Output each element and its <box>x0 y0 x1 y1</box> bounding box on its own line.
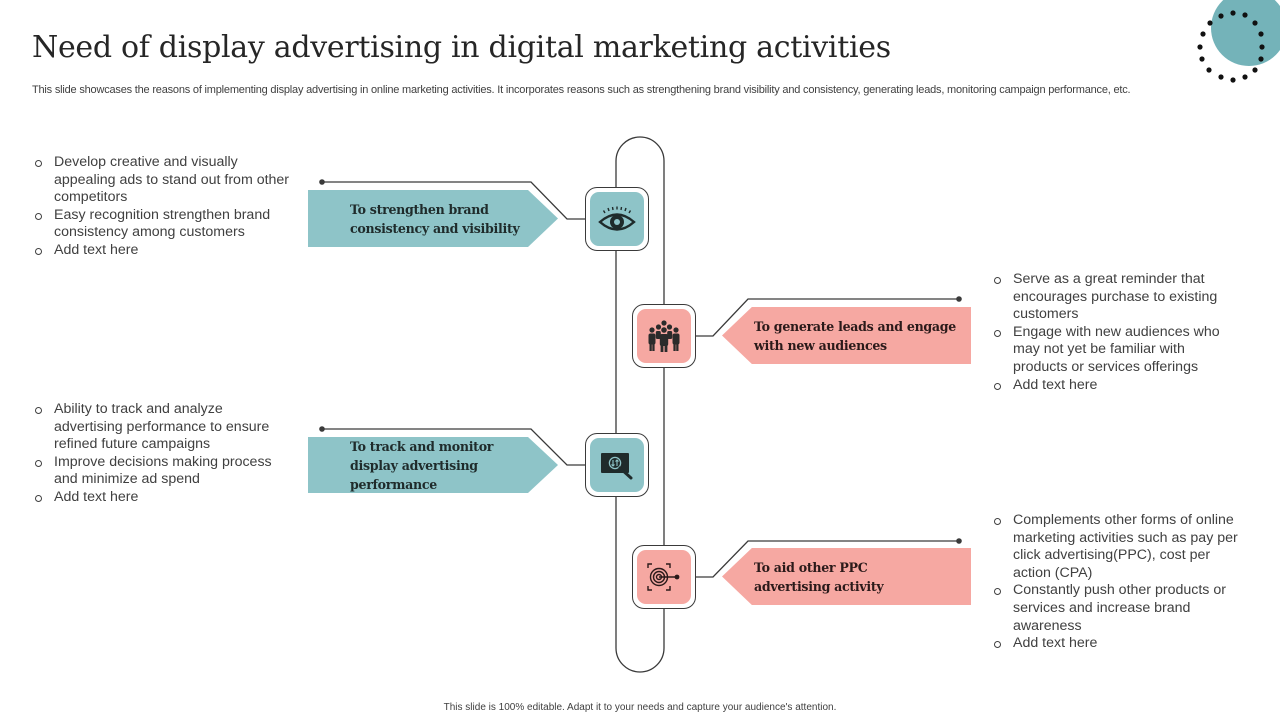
list-item: Complements other forms of online market… <box>991 512 1251 582</box>
audience-group-icon <box>648 320 680 352</box>
step-1-icon-box <box>585 187 649 251</box>
list-item: Easy recognition strengthen brand consis… <box>32 207 292 242</box>
step-1-bullet-list: Develop creative and visually appealing … <box>32 154 292 260</box>
step-1-label: To strengthen brand consistency and visi… <box>350 201 520 236</box>
list-item: Engage with new audiences who may not ye… <box>991 324 1241 377</box>
step-2-bullet-list: Serve as a great reminder that encourage… <box>991 271 1241 394</box>
page-title: Need of display advertising in digital m… <box>32 30 891 65</box>
bullet-circle-icon <box>35 459 42 467</box>
list-item: Improve decisions making process and min… <box>32 454 292 489</box>
list-item: Constantly push other products or servic… <box>991 582 1251 635</box>
bullet-circle-icon <box>994 382 1001 390</box>
decorative-circle-icon <box>1197 0 1280 83</box>
step-3-icon-box <box>585 433 649 497</box>
list-item: Add text here <box>32 489 292 507</box>
list-item: Develop creative and visually appealing … <box>32 154 292 207</box>
bullet-circle-icon <box>994 641 1001 649</box>
list-item: Add text here <box>991 635 1251 653</box>
footer-note: This slide is 100% editable. Adapt it to… <box>443 702 837 713</box>
step-3-bullet-list: Ability to track and analyze advertising… <box>32 401 292 507</box>
page-subtitle: This slide showcases the reasons of impl… <box>32 84 1131 96</box>
bullet-circle-icon <box>994 277 1001 284</box>
bullet-circle-icon <box>35 160 42 167</box>
bullet-circle-icon <box>994 588 1001 596</box>
eye-icon <box>598 206 636 231</box>
list-item: Add text here <box>991 377 1241 395</box>
list-item: Add text here <box>32 242 292 260</box>
bullet-circle-icon <box>35 494 42 502</box>
step-3-banner: To track and monitor display advertising… <box>308 437 558 493</box>
bullet-circle-icon <box>35 212 42 220</box>
bullet-circle-icon <box>994 518 1001 525</box>
bullet-circle-icon <box>35 247 42 255</box>
list-item: Ability to track and analyze advertising… <box>32 401 292 454</box>
list-item: Serve as a great reminder that encourage… <box>991 271 1241 324</box>
step-4-bullet-list: Complements other forms of online market… <box>991 512 1251 653</box>
step-2-banner: To generate leads and engage with new au… <box>722 307 971 364</box>
step-2-icon-box <box>632 304 696 368</box>
monitor-analytics-icon <box>601 453 633 480</box>
step-1-banner: To strengthen brand consistency and visi… <box>308 190 558 247</box>
step-2-label: To generate leads and engage with new au… <box>754 318 957 353</box>
bullet-circle-icon <box>994 329 1001 337</box>
step-4-label: To aid other PPC advertising activity <box>754 559 884 594</box>
target-arrow-icon <box>647 563 680 591</box>
step-4-banner: To aid other PPC advertising activity <box>722 548 971 605</box>
bullet-circle-icon <box>35 407 42 414</box>
step-3-label: To track and monitor display advertising… <box>350 438 494 492</box>
step-4-icon-box <box>632 545 696 609</box>
